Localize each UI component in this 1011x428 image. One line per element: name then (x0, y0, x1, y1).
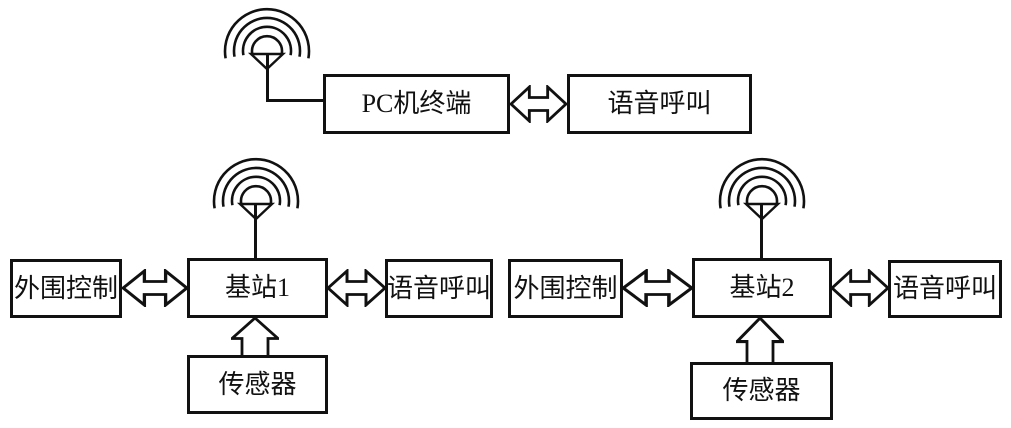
antenna-pole-line (254, 204, 257, 259)
voice-call-label: 语音呼叫 (892, 274, 997, 303)
base-station-1-box: 基站1 (187, 258, 328, 318)
sensor-box-2: 传感器 (690, 362, 833, 420)
double-headed-arrow-icon (327, 269, 386, 307)
sensor-label: 传感器 (218, 369, 297, 399)
double-headed-arrow-icon (622, 269, 693, 307)
sensor-box-1: 传感器 (187, 355, 328, 414)
peripheral-control-label: 外围控制 (513, 273, 618, 303)
voice-call-box: 语音呼叫 (385, 259, 493, 318)
voice-call-label: 语音呼叫 (607, 89, 712, 118)
voice-call-box: 语音呼叫 (888, 260, 1002, 318)
base-station-1-label: 基站1 (224, 273, 290, 302)
pc-terminal-label: PC机终端 (361, 89, 472, 118)
up-arrow-icon (231, 317, 279, 358)
antenna-to-pc-line (266, 99, 324, 102)
voice-call-label: 语音呼叫 (387, 273, 492, 303)
double-headed-arrow-icon (122, 269, 188, 307)
peripheral-control-label: 外围控制 (13, 273, 118, 303)
pc-terminal-box: PC机终端 (323, 74, 510, 134)
peripheral-control-box-2: 外围控制 (508, 259, 623, 318)
double-headed-arrow-icon (831, 269, 889, 307)
peripheral-control-box-1: 外围控制 (10, 259, 122, 318)
voice-call-box: 语音呼叫 (567, 74, 752, 134)
antenna-pole-line (760, 204, 763, 259)
sensor-label: 传感器 (722, 376, 801, 405)
antenna-pole-line (266, 54, 269, 101)
base-station-2-box: 基站2 (692, 258, 832, 318)
base-station-2-label: 基站2 (729, 273, 795, 302)
double-headed-arrow-icon (510, 85, 567, 123)
up-arrow-icon (736, 317, 784, 364)
